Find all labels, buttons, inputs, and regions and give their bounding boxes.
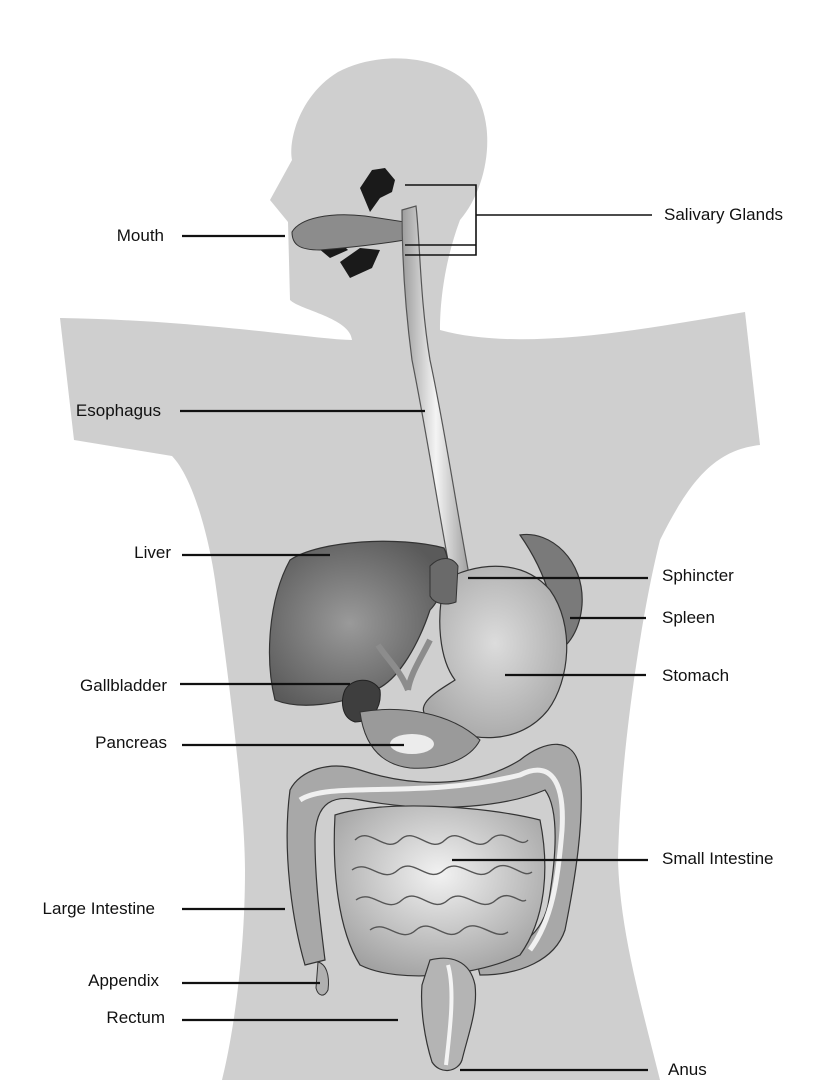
label-salivary-glands: Salivary Glands <box>664 205 783 225</box>
label-small-intestine: Small Intestine <box>662 849 774 869</box>
label-large-intestine: Large Intestine <box>43 899 155 919</box>
label-anus: Anus <box>668 1060 707 1080</box>
label-gallbladder: Gallbladder <box>80 676 167 696</box>
label-rectum: Rectum <box>106 1008 165 1028</box>
label-pancreas: Pancreas <box>95 733 167 753</box>
label-sphincter: Sphincter <box>662 566 734 586</box>
label-mouth: Mouth <box>117 226 164 246</box>
label-liver: Liver <box>134 543 171 563</box>
label-stomach: Stomach <box>662 666 729 686</box>
label-esophagus: Esophagus <box>76 401 161 421</box>
label-appendix: Appendix <box>88 971 159 991</box>
label-spleen: Spleen <box>662 608 715 628</box>
